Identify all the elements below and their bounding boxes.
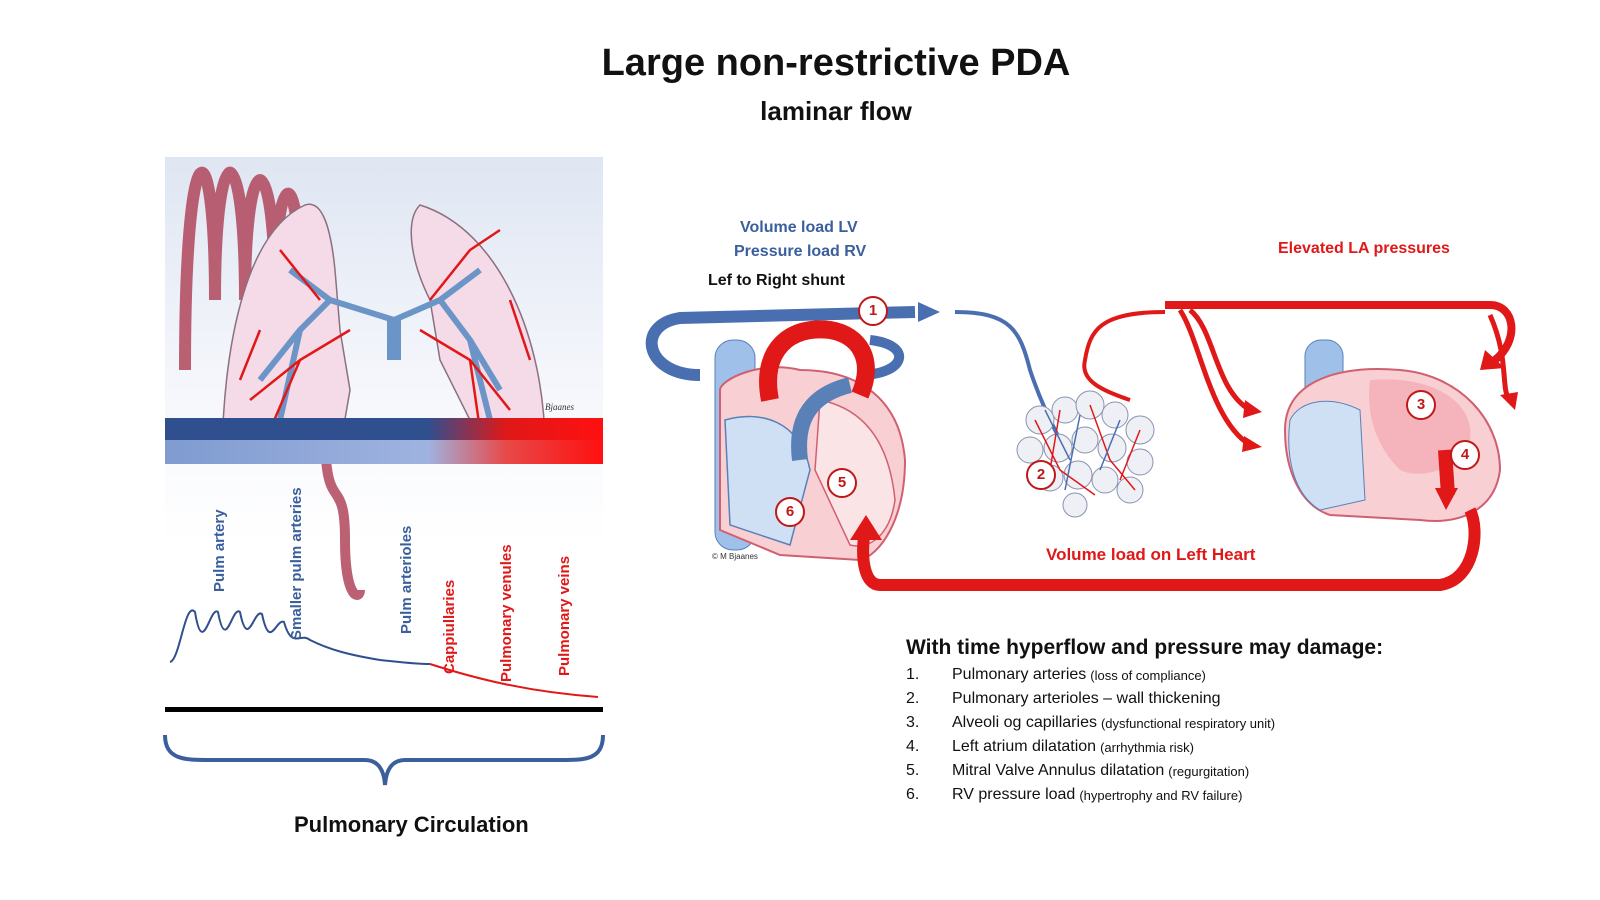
pressure-load-rv-label: Pressure load RV (734, 243, 867, 260)
list-item-note: (arrhythmia risk) (1100, 740, 1194, 755)
list-item-text: Pulmonary arterioles – wall thickening (952, 690, 1221, 707)
left-to-right-shunt-label: Lef to Right shunt (708, 272, 845, 289)
shunt-arrow-blue (645, 306, 916, 381)
la-ra (1288, 400, 1366, 511)
list-item-note: (dysfunctional respiratory unit) (1100, 716, 1276, 731)
list-item-text: RV pressure load (952, 786, 1076, 803)
label-pulm-arterioles: Pulm arterioles (398, 525, 415, 634)
mitral-jet-head (1435, 488, 1458, 510)
left-heart-return-arrow (857, 507, 1481, 591)
label-pulm-artery: Pulm artery (211, 509, 228, 592)
marker-3: 3 (1406, 390, 1436, 420)
list-item-number: 3. (906, 714, 920, 731)
capillary-net-blue (1044, 409, 1121, 491)
elevated-la-pressures-label: Elevated LA pressures (1278, 240, 1450, 257)
pressure-waveform-descend (320, 429, 365, 600)
arrowhead-top-right (1480, 350, 1505, 370)
pressure-waveform-loops (179, 166, 306, 371)
marker-1: 1 (858, 296, 888, 326)
page-title: Large non-restrictive PDA (601, 42, 1071, 84)
label-pulmonary-veins: Pulmonary veins (556, 555, 573, 676)
copyright-signature: © M Bjaanes (712, 552, 758, 561)
vessels-red (238, 228, 532, 431)
marker-4: 4 (1450, 440, 1480, 470)
list-item-number: 5. (906, 762, 920, 779)
list-item: 1. Pulmonary arteries (loss of complianc… (906, 666, 1506, 690)
list-item-number: 2. (906, 690, 920, 707)
bronchial-tree-blue (257, 267, 503, 421)
list-item-text: Alveoli og capillaries (952, 714, 1097, 731)
pressure-curve-red (429, 663, 599, 698)
volume-load-lv-label: Volume load LV (740, 219, 858, 236)
marker-6: 6 (775, 497, 805, 527)
damage-list-heading: With time hyperflow and pressure may dam… (906, 636, 1384, 659)
arrowhead-a (1243, 400, 1262, 418)
pulm-vein-arrow-b (1177, 308, 1252, 448)
pressure-band-top (165, 418, 603, 440)
pulm-vein-branch (1082, 310, 1166, 402)
label-pulmonary-venules: Pulmonary venules (498, 544, 515, 682)
list-item-number: 6. (906, 786, 920, 803)
list-item-text: Mitral Valve Annulus dilatation (952, 762, 1165, 779)
volume-load-left-heart-label: Volume load on Left Heart (1046, 545, 1256, 564)
list-item: 6. RV pressure load (hypertrophy and RV … (906, 786, 1506, 810)
list-item: 3. Alveoli og capillaries (dysfunctional… (906, 714, 1506, 738)
alveoli-cluster (1016, 390, 1155, 518)
page-subtitle: laminar flow (760, 96, 912, 126)
list-item-note: (hypertrophy and RV failure) (1079, 788, 1243, 803)
arrowhead-b (1242, 436, 1262, 452)
left-heart-return-arrowhead (850, 515, 882, 540)
list-item: 5. Mitral Valve Annulus dilatation (regu… (906, 762, 1506, 786)
list-item-note: (regurgitation) (1168, 764, 1250, 779)
label-cappiullaries: Cappiullaries (441, 579, 458, 674)
list-item-text: Left atrium dilatation (952, 738, 1097, 755)
list-item-number: 1. (906, 666, 920, 683)
lung-signature: Bjaanes (545, 402, 574, 412)
trachea (387, 320, 401, 360)
marker-5: 5 (827, 468, 857, 498)
arrowhead-c (1500, 392, 1518, 410)
marker-2: 2 (1026, 460, 1056, 490)
pressure-curve-blue (169, 609, 431, 665)
aorta (759, 320, 875, 402)
mitral-jet (1438, 449, 1455, 496)
pulm-vein-arrow-a (1188, 308, 1252, 413)
baseline-bar (165, 707, 603, 712)
pressure-band-bottom (165, 440, 603, 464)
list-item: 4. Left atrium dilatation (arrhythmia ri… (906, 738, 1506, 762)
pulmonary-trunk (791, 377, 853, 461)
list-item: 2. Pulmonary arterioles – wall thickenin… (906, 690, 1506, 714)
label-smaller-pulm-arteries: Smaller pulm arteries (288, 487, 305, 640)
list-item-text: Pulmonary arteries (952, 666, 1087, 683)
pulmonary-circulation-brace (163, 734, 605, 786)
capillary-net (1034, 404, 1141, 496)
list-item-number: 4. (906, 738, 920, 755)
damage-list: With time hyperflow and pressure may dam… (906, 636, 1506, 810)
list-item-note: (loss of compliance) (1090, 668, 1206, 683)
shunt-arrowhead (918, 302, 940, 322)
pulmonary-circulation-label: Pulmonary Circulation (294, 812, 529, 837)
